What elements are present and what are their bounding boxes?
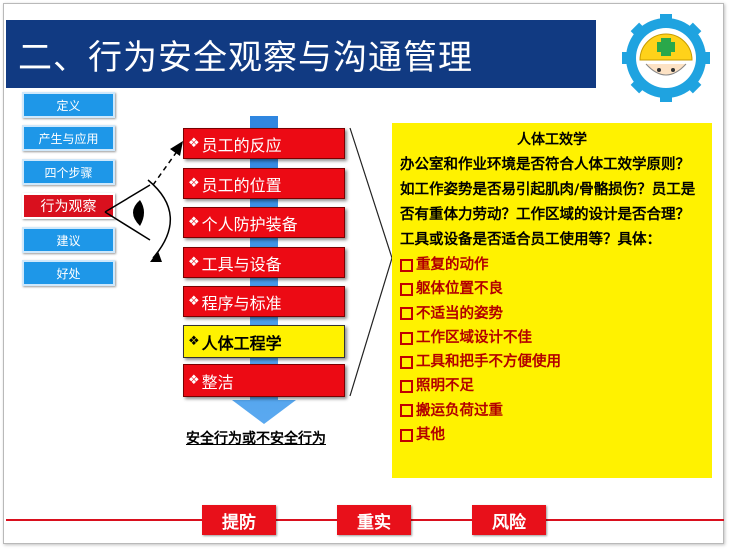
- nav-item-suggestions[interactable]: 建议: [22, 227, 115, 253]
- step-ergonomics: ❖ 人体工程学: [183, 325, 345, 358]
- list-item: 重复的动作: [400, 253, 704, 277]
- step-label: 整洁: [201, 372, 234, 392]
- checkbox-square-icon: [400, 380, 413, 394]
- diamond-bullet-icon: ❖: [188, 334, 200, 349]
- checkbox-square-icon: [400, 282, 413, 296]
- step-label: 员工的反应: [201, 135, 282, 155]
- ergonomics-item-list: 重复的动作 躯体位置不良 不适当的姿势 工作区域设计不佳 工具和把手不方便使用 …: [400, 253, 704, 447]
- list-item: 躯体位置不良: [400, 277, 704, 301]
- page-title: 二、行为安全观察与沟通管理: [18, 37, 473, 78]
- nav-item-label: 四个步骤: [44, 165, 93, 180]
- title-bar: 二、行为安全观察与沟通管理: [6, 20, 596, 88]
- panel-description: 办公室和作业环境是否符合人体工效学原则？如工作姿势是否易引起肌肉/骨骼损伤？员工…: [400, 157, 696, 248]
- step-housekeeping: ❖ 整洁: [183, 364, 345, 397]
- checkbox-square-icon: [400, 307, 413, 321]
- nav-item-benefits[interactable]: 好处: [22, 260, 115, 286]
- checkbox-square-icon: [400, 428, 413, 442]
- nav-item-label: 行为观察: [40, 199, 97, 215]
- diamond-bullet-icon: ❖: [188, 215, 200, 230]
- ergonomics-panel: 人体工效学 办公室和作业环境是否符合人体工效学原则？如工作姿势是否易引起肌肉/骨…: [392, 123, 712, 478]
- step-label: 人体工程学: [201, 333, 282, 353]
- risk-button[interactable]: 风险: [472, 505, 546, 535]
- step-label: 个人防护装备: [201, 214, 298, 234]
- button-label: 提防: [222, 512, 256, 533]
- nav-item-label: 好处: [56, 266, 81, 281]
- diamond-bullet-icon: ❖: [188, 136, 200, 151]
- diamond-bullet-icon: ❖: [188, 255, 200, 270]
- step-procedures-standards: ❖ 程序与标准: [183, 286, 345, 317]
- outcome-label: 安全行为或不安全行为: [186, 431, 326, 447]
- beware-button[interactable]: 提防: [202, 505, 276, 535]
- step-label: 程序与标准: [201, 293, 282, 313]
- nav-item-behavior-observation[interactable]: 行为观察: [22, 193, 115, 219]
- step-label: 员工的位置: [201, 175, 282, 195]
- diamond-bullet-icon: ❖: [188, 176, 200, 191]
- checkbox-square-icon: [400, 331, 413, 345]
- list-item: 照明不足: [400, 374, 704, 398]
- step-tools-equipment: ❖ 工具与设备: [183, 247, 345, 278]
- nav-item-four-steps[interactable]: 四个步骤: [22, 159, 115, 185]
- list-item: 不适当的姿势: [400, 302, 704, 326]
- step-employee-position: ❖ 员工的位置: [183, 168, 345, 199]
- diamond-bullet-icon: ❖: [188, 373, 200, 388]
- checkbox-square-icon: [400, 355, 413, 369]
- diamond-bullet-icon: ❖: [188, 294, 200, 309]
- checkbox-square-icon: [400, 258, 413, 272]
- list-item: 工具和把手不方便使用: [400, 350, 704, 374]
- button-label: 风险: [492, 512, 526, 533]
- button-label: 重实: [357, 512, 391, 533]
- panel-title: 人体工效学: [517, 132, 587, 148]
- nav-item-label: 定义: [56, 98, 81, 113]
- list-item: 工作区域设计不佳: [400, 326, 704, 350]
- list-item: 搬运负荷过重: [400, 399, 704, 423]
- nav-item-origin-application[interactable]: 产生与应用: [22, 125, 115, 151]
- nav-item-label: 建议: [56, 233, 81, 248]
- step-personal-protective-equipment: ❖ 个人防护装备: [183, 207, 345, 238]
- list-item: 其他: [400, 423, 704, 447]
- slide-frame: [3, 3, 724, 544]
- safety-helmet-logo-icon: [622, 14, 710, 102]
- nav-item-label: 产生与应用: [38, 131, 99, 146]
- checkbox-square-icon: [400, 404, 413, 418]
- nav-item-definition[interactable]: 定义: [22, 92, 115, 118]
- step-employee-reaction: ❖ 员工的反应: [183, 128, 345, 159]
- step-label: 工具与设备: [201, 254, 282, 274]
- emphasize-practice-button[interactable]: 重实: [337, 505, 411, 535]
